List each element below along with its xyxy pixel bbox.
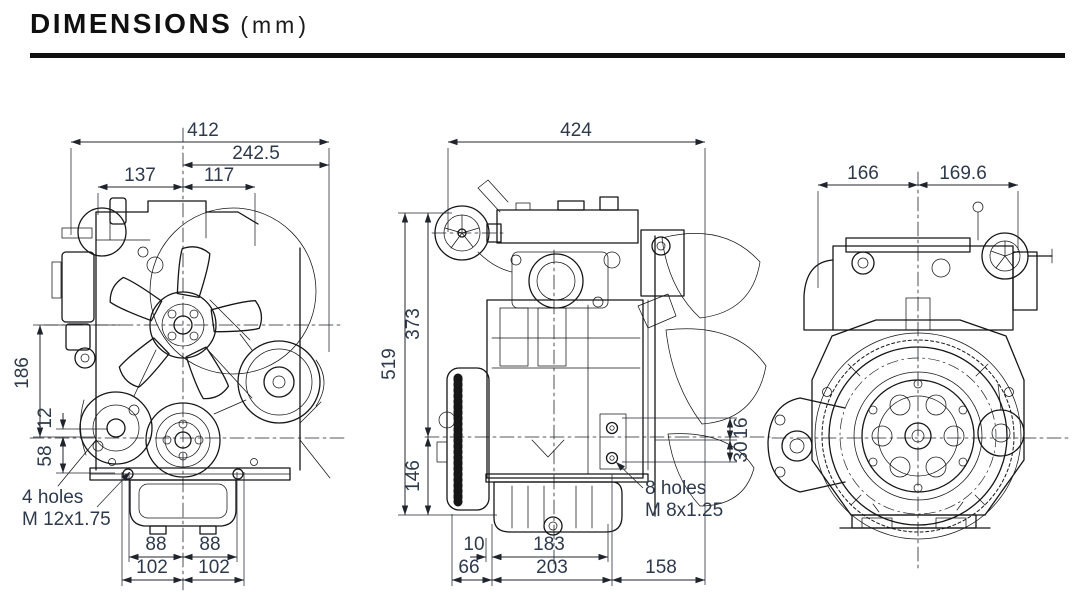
tensioner-pulley xyxy=(977,383,1025,457)
dimension-side-hole_offset_30: 30 xyxy=(622,440,752,463)
timing-gear-cover xyxy=(436,367,490,511)
dimension-side-pan_width: 183 xyxy=(492,524,609,562)
dimension-front-mount_outer_right: 102 xyxy=(183,472,245,586)
dim-label: 166 xyxy=(847,163,879,184)
note-label: 8 holes xyxy=(645,478,706,499)
dimension-rear-center_to_left: 166 xyxy=(817,163,918,288)
note-label: 4 holes xyxy=(22,487,83,508)
dimension-front-fan_to_crank_height: 186 xyxy=(12,324,120,438)
oil-sump-front xyxy=(129,479,237,535)
dim-label: 58 xyxy=(35,445,56,466)
dim-label: 519 xyxy=(379,348,400,380)
side-view-drawing xyxy=(424,179,771,567)
dim-label: 424 xyxy=(560,120,592,141)
dim-label: 412 xyxy=(187,120,219,141)
dim-label: 146 xyxy=(403,460,424,492)
oil-pump-bracket xyxy=(767,397,846,493)
dimension-side-total_height: 519 xyxy=(379,212,497,516)
dimension-side-crank_to_top: 373 xyxy=(403,213,432,437)
dimension-side-hole_offset_16: 16 xyxy=(622,417,752,441)
dim-label: 117 xyxy=(204,165,234,186)
dimension-front-total_width: 412 xyxy=(70,120,330,352)
page-title: DIMENSIONS xyxy=(30,8,233,39)
dimension-front-mount_inner_left: 88 xyxy=(128,472,183,562)
dim-label: 16 xyxy=(731,417,752,438)
dim-label: 183 xyxy=(533,534,565,555)
dim-label: 203 xyxy=(536,557,568,578)
flywheel xyxy=(814,332,1022,540)
mounting-hole xyxy=(605,451,619,465)
dimension-side-front_overhang: 66 xyxy=(451,514,493,586)
dimension-side-crank_to_bottom: 146 xyxy=(403,437,432,515)
dimension-side-pan_offset_10: 10 xyxy=(463,534,508,562)
rear-view-drawing xyxy=(767,171,1073,571)
dimension-rear-center_to_right: 169.6 xyxy=(918,163,1019,250)
air-cleaner-rear xyxy=(981,232,1053,280)
note-label: M 8x1.25 xyxy=(645,500,723,521)
flywheel-fan-blades xyxy=(647,233,767,517)
page-title-unit: (mm) xyxy=(240,12,310,38)
dimension-front-crank_to_mount: 58 xyxy=(35,437,115,474)
air-cleaner xyxy=(434,205,502,261)
crankshaft-pulley xyxy=(145,402,221,478)
dim-label: 30 xyxy=(731,441,752,462)
dim-label: 88 xyxy=(199,534,220,555)
starter-motor xyxy=(79,391,153,465)
dim-label: 12 xyxy=(35,407,56,428)
dimension-front-upper_right: 117 xyxy=(183,165,256,246)
dim-label: 102 xyxy=(198,557,230,578)
dimension-side-total_width: 424 xyxy=(447,120,706,585)
dim-label: 88 xyxy=(145,534,166,555)
mounting-hole xyxy=(232,468,244,480)
dim-label: 66 xyxy=(458,557,479,578)
dim-label: 242.5 xyxy=(232,143,280,164)
dimension-front-upper_left: 137 xyxy=(97,165,183,215)
dimension-front-mount_outer_left: 102 xyxy=(121,472,183,586)
mounting-hole xyxy=(605,421,619,435)
dimension-front-mount_inner_right: 88 xyxy=(183,472,238,562)
oil-pan xyxy=(485,473,649,536)
header-rule xyxy=(30,53,1065,58)
dim-label: 169.6 xyxy=(939,163,987,184)
dim-label: 137 xyxy=(124,165,156,186)
dim-label: 373 xyxy=(403,308,424,340)
dimension-front-center_to_right: 242.5 xyxy=(183,143,329,169)
dim-label: 102 xyxy=(136,557,168,578)
cooling-fan xyxy=(105,244,264,403)
dim-label: 10 xyxy=(463,534,484,555)
dim-label: 158 xyxy=(645,557,677,578)
note-label: M 12x1.75 xyxy=(22,509,111,530)
alternator xyxy=(237,333,325,424)
dimension-side-rear_width: 158 xyxy=(612,557,705,584)
dimension-side-block_width: 203 xyxy=(492,474,613,586)
dim-label: 186 xyxy=(12,357,33,389)
page-header: DIMENSIONS (mm) xyxy=(30,8,310,40)
